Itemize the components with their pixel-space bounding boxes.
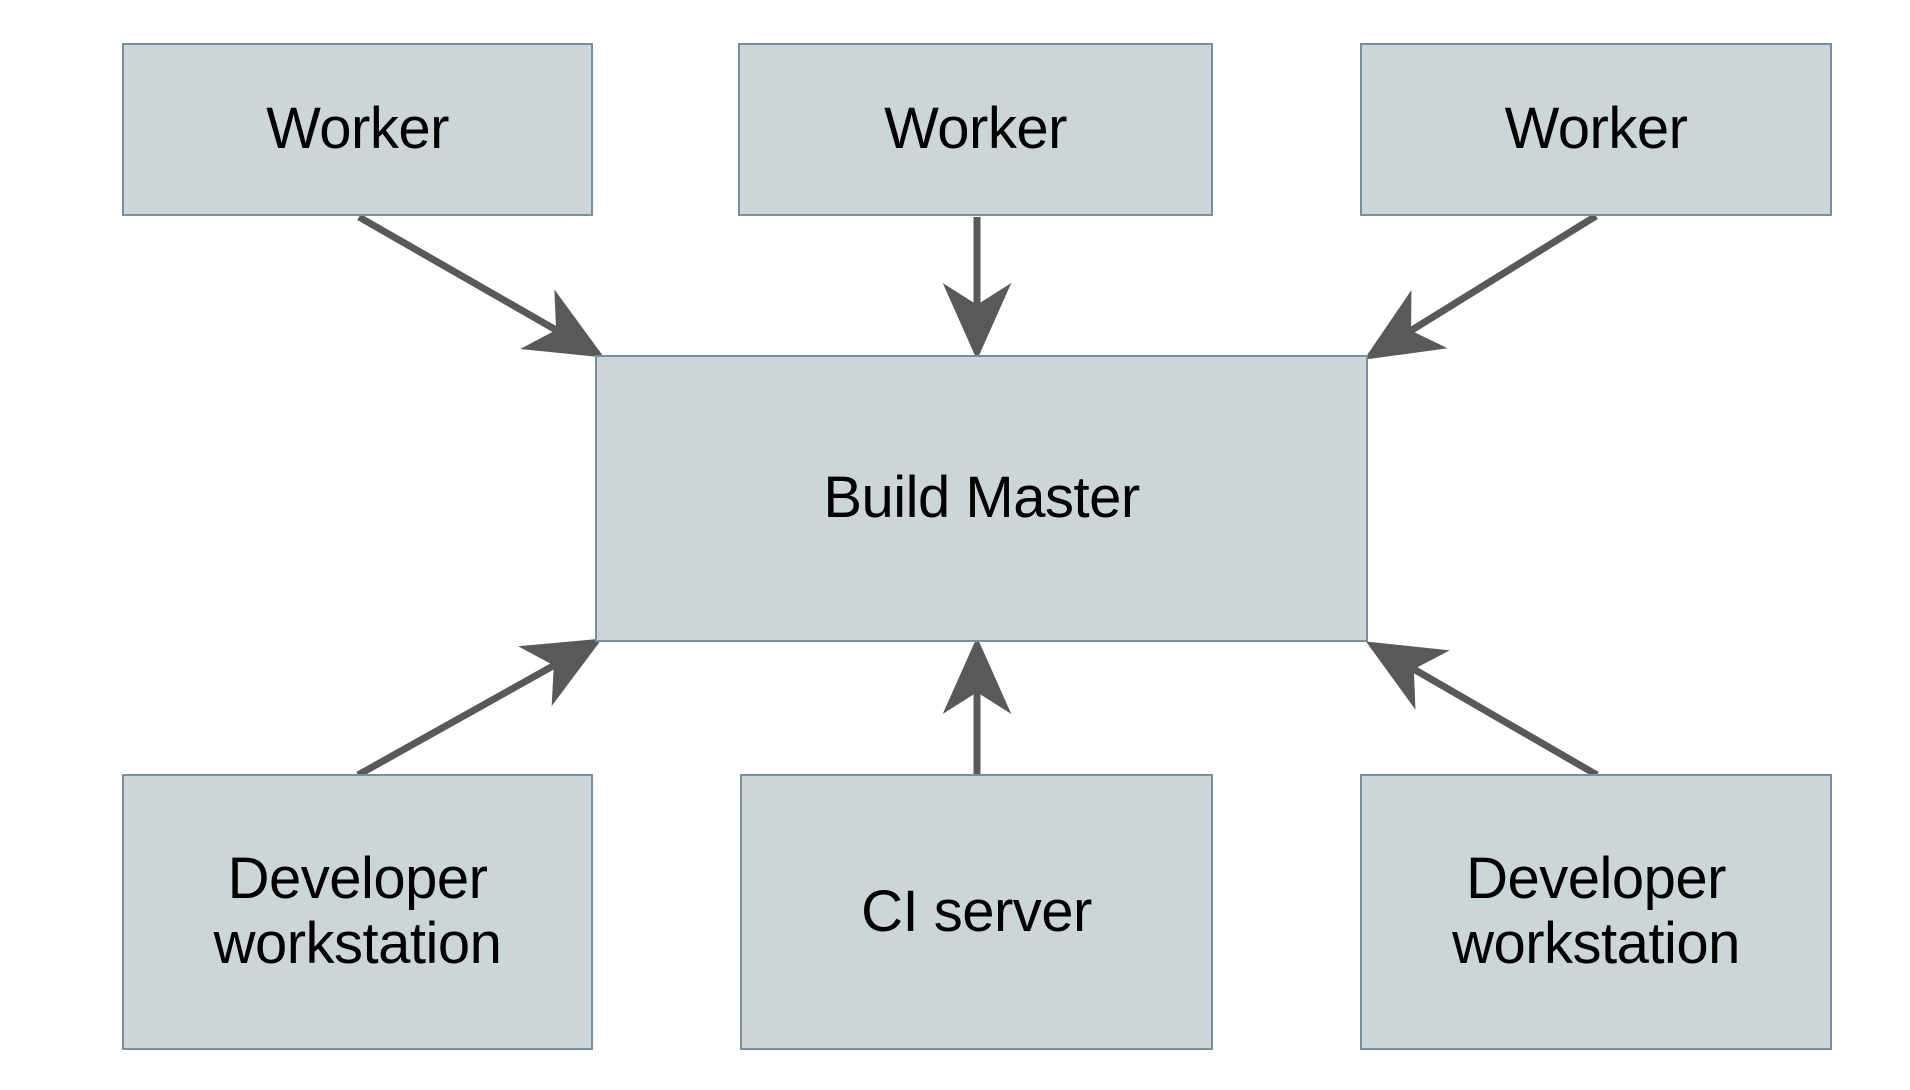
node-developer-workstation-right[interactable]: Developer workstation [1360,774,1832,1050]
node-label: Worker [1504,96,1688,162]
node-label: Developer workstation [1452,846,1740,976]
node-developer-workstation-left[interactable]: Developer workstation [122,774,593,1050]
node-label: Build Master [823,465,1140,531]
node-label: Worker [266,96,449,162]
edge-dev-left-to-master [356,638,603,779]
edge-dev-right-to-master [1365,641,1599,779]
node-worker-center[interactable]: Worker [738,43,1213,216]
node-worker-right[interactable]: Worker [1360,43,1832,216]
node-label: Developer workstation [213,846,502,976]
node-ci-server[interactable]: CI server [740,774,1213,1050]
node-build-master[interactable]: Build Master [595,355,1368,642]
edge-worker-3-to-master [1364,213,1598,360]
node-label: CI server [861,878,1092,944]
edge-worker-1-to-master [357,213,605,358]
node-worker-left[interactable]: Worker [122,43,593,216]
node-label: Worker [884,96,1067,162]
